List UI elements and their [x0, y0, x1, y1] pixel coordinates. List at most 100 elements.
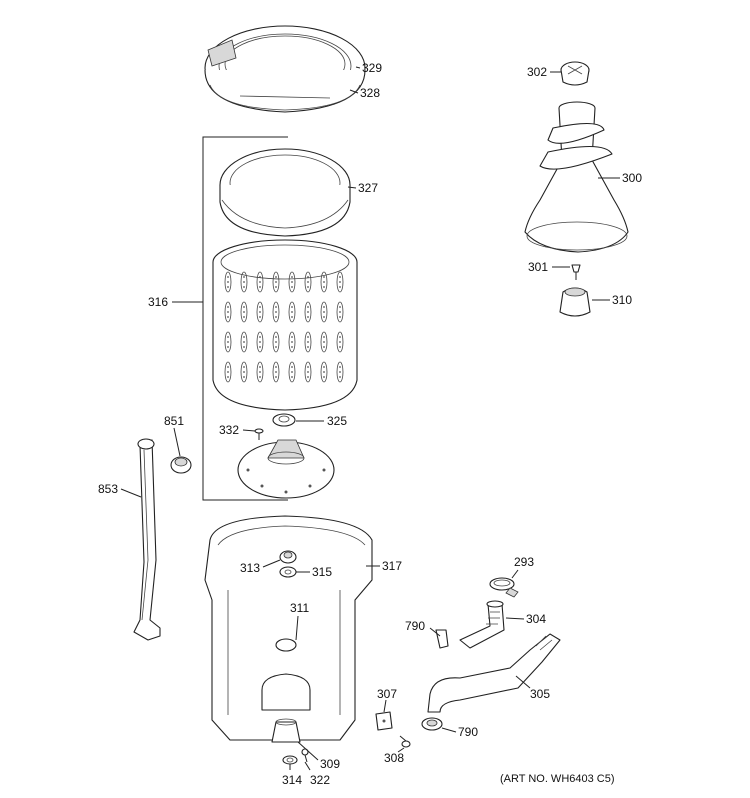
basket-hole: [323, 376, 325, 378]
bolt-301-part: [571, 264, 581, 280]
bracket-307-part: [375, 711, 393, 731]
basket-hole: [307, 346, 309, 348]
basket-hole: [307, 281, 309, 283]
basket-hole: [323, 341, 325, 343]
label-790-lower: 790: [458, 725, 478, 739]
basket-hole: [243, 316, 245, 318]
basket-hole: [243, 281, 245, 283]
tub-cover-ring-part: [204, 25, 366, 113]
basket-hole: [275, 366, 277, 368]
basket-hole: [339, 341, 341, 343]
basket-hole: [291, 366, 293, 368]
label-851: 851: [164, 414, 184, 428]
basket-perforation: [320, 331, 328, 353]
basket-hole: [323, 346, 325, 348]
basket-hole: [323, 286, 325, 288]
basket-perforation: [320, 301, 328, 323]
basket-hole: [275, 371, 277, 373]
basket-perforation: [240, 331, 248, 353]
label-313: 313: [240, 561, 260, 575]
callout-labels: 329 328 327 316 325 332 851 853 313 315 …: [98, 61, 642, 787]
basket-perforation: [256, 361, 264, 383]
hose-clamp-293-part: [489, 577, 519, 598]
basket-hole: [259, 366, 261, 368]
basket-hole: [259, 316, 261, 318]
basket-hole: [243, 366, 245, 368]
label-314: 314: [282, 773, 302, 787]
basket-hole: [307, 286, 309, 288]
label-308: 308: [384, 751, 404, 765]
basket-hole: [339, 306, 341, 308]
basket-hole: [339, 336, 341, 338]
basket-hole: [259, 376, 261, 378]
basket-hole: [259, 281, 261, 283]
basket-perforation: [288, 361, 296, 383]
basket-hole: [259, 371, 261, 373]
basket-hole: [243, 286, 245, 288]
basket-hole: [291, 376, 293, 378]
hose-304-part: [459, 600, 505, 649]
basket-hole: [259, 311, 261, 313]
basket-hole: [339, 286, 341, 288]
basket-hole: [339, 281, 341, 283]
basket-perforation: [224, 331, 232, 353]
drain-hose-853-part: [133, 438, 161, 641]
label-310: 310: [612, 293, 632, 307]
basket-hole: [339, 316, 341, 318]
basket-perforation: [336, 361, 344, 383]
basket-perforation: [304, 331, 312, 353]
basket-perforation: [336, 301, 344, 323]
label-315: 315: [312, 565, 332, 579]
screw-322-part: [301, 748, 309, 763]
basket-hole: [307, 336, 309, 338]
basket-hole: [323, 316, 325, 318]
assembly-bracket: [172, 136, 288, 501]
basket-hole: [275, 341, 277, 343]
seal-315-part: [279, 566, 297, 578]
basket-hole: [227, 311, 229, 313]
basket-hole: [243, 341, 245, 343]
label-311: 311: [290, 601, 309, 615]
outer-tub-part: [204, 515, 373, 741]
basket-hole: [323, 336, 325, 338]
balance-ring-part: [219, 148, 351, 237]
label-329: 329: [362, 61, 382, 75]
basket-perforation: [288, 331, 296, 353]
basket-perforation: [288, 301, 296, 323]
screw-308-part: [399, 735, 411, 748]
basket-hole: [227, 316, 229, 318]
basket-hole: [291, 311, 293, 313]
basket-perforation: [256, 271, 264, 293]
basket-hole: [227, 286, 229, 288]
basket-hole: [227, 306, 229, 308]
label-304: 304: [526, 612, 546, 626]
basket-hole: [291, 281, 293, 283]
o-ring-314-part: [282, 755, 298, 765]
basket-hole: [243, 311, 245, 313]
label-302: 302: [527, 65, 547, 79]
basket-hole: [227, 336, 229, 338]
basket-hole: [275, 316, 277, 318]
basket-hole: [275, 376, 277, 378]
basket-hole: [339, 371, 341, 373]
basket-hole: [259, 336, 261, 338]
label-301: 301: [528, 260, 548, 274]
basket-hole: [307, 276, 309, 278]
label-328: 328: [360, 86, 380, 100]
basket-perforation: [288, 271, 296, 293]
basket-hole: [291, 341, 293, 343]
basket-hole: [291, 306, 293, 308]
basket-hole: [259, 346, 261, 348]
basket-hole: [275, 336, 277, 338]
basket-hole: [243, 336, 245, 338]
basket-perforation: [336, 271, 344, 293]
basket-perforation: [272, 271, 280, 293]
label-307: 307: [377, 687, 397, 701]
label-309: 309: [320, 757, 340, 771]
basket-hole: [243, 276, 245, 278]
basket-hole: [275, 286, 277, 288]
label-317: 317: [382, 559, 402, 573]
basket-hole: [227, 341, 229, 343]
basket-hole: [259, 286, 261, 288]
